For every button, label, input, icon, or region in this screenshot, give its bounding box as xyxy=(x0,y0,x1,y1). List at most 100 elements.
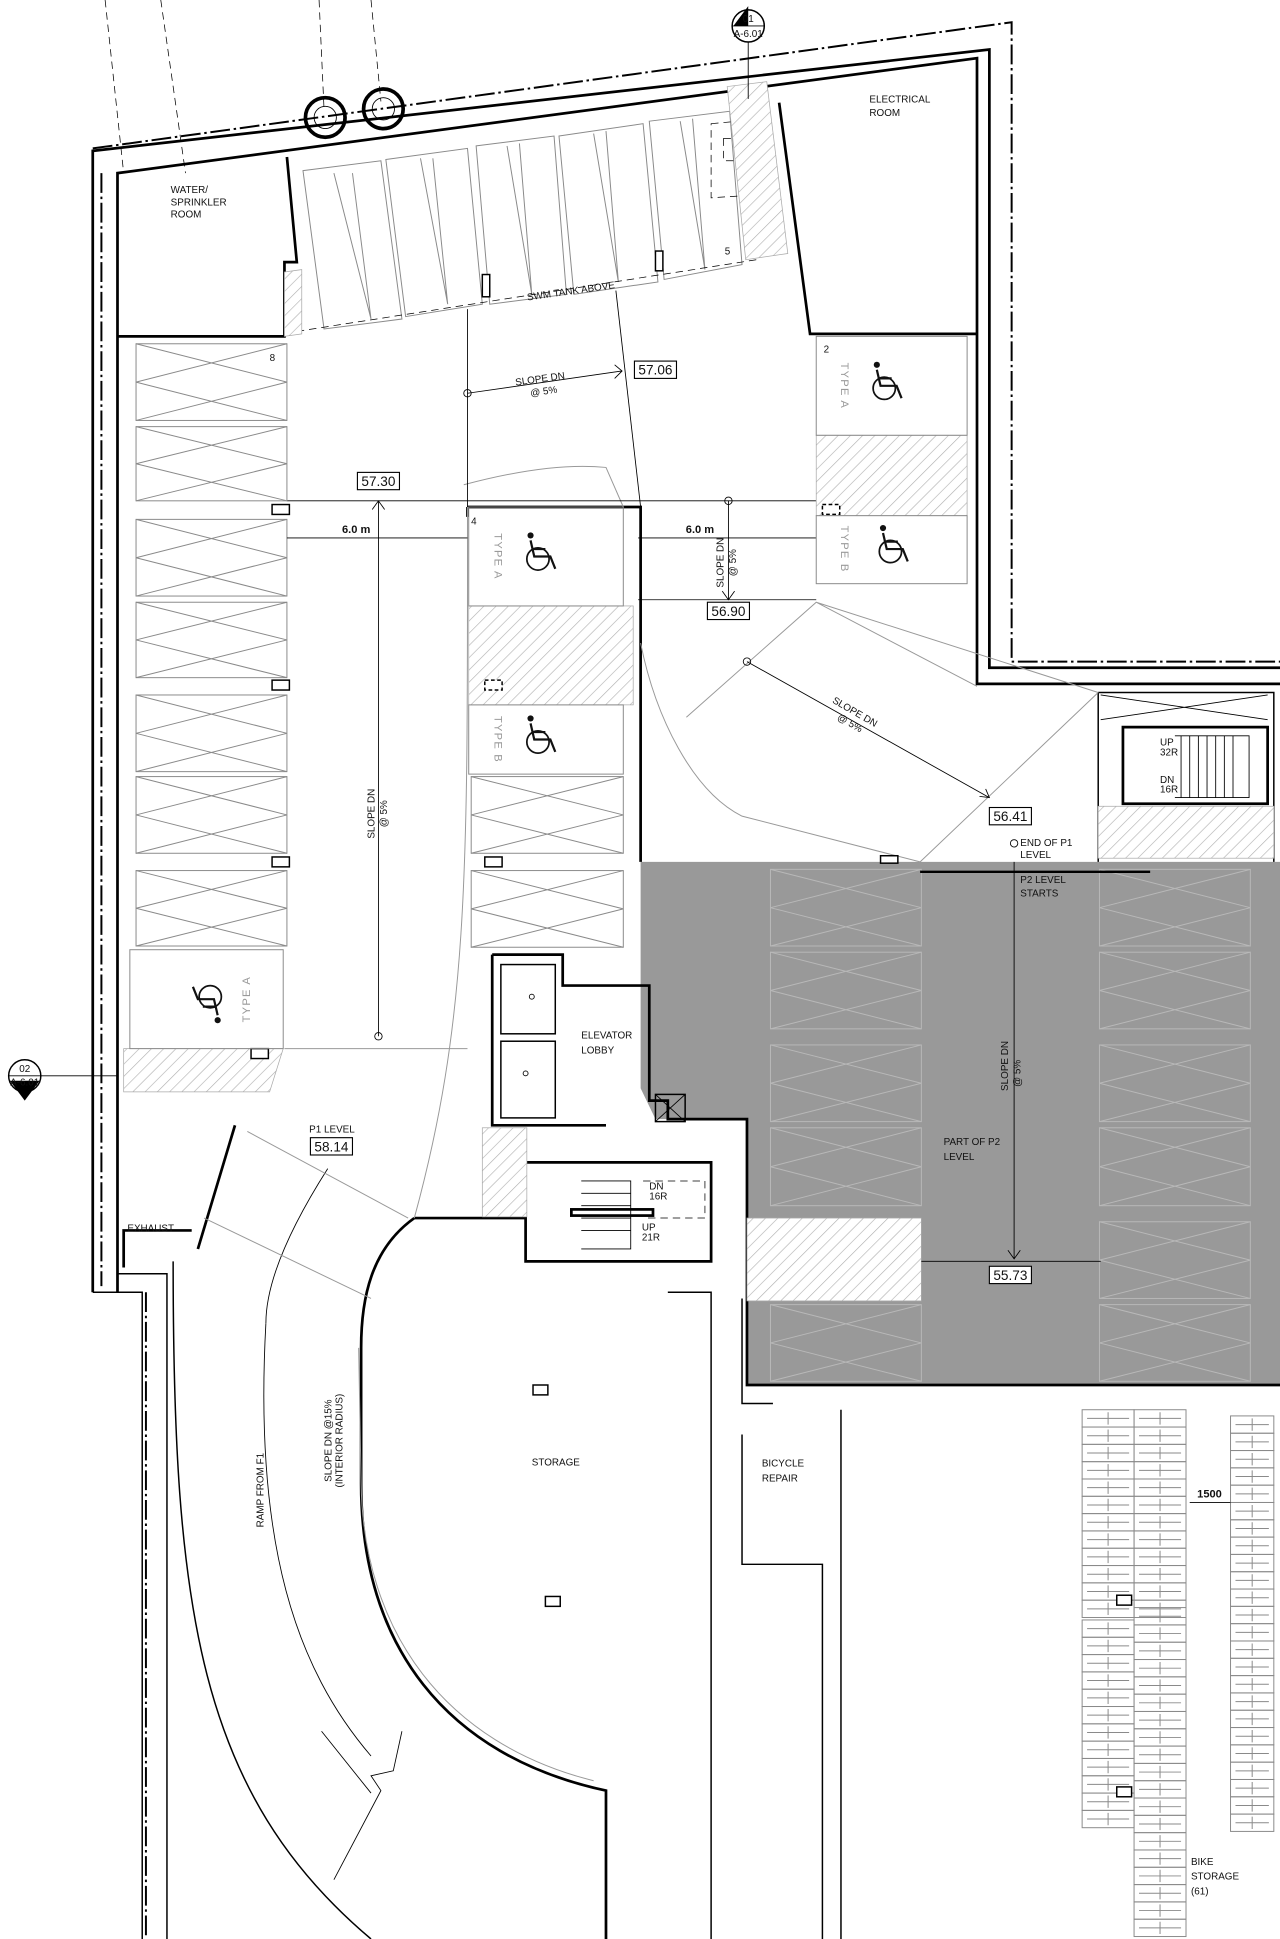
bike-rack xyxy=(1230,1623,1275,1642)
bike-rack xyxy=(1230,1727,1275,1746)
bike-rack xyxy=(1133,1426,1187,1445)
accessible-type: TYPE A xyxy=(838,363,850,409)
stall-number: 8 xyxy=(270,353,276,364)
stair-label: UP xyxy=(642,1222,656,1233)
bike-rack xyxy=(1230,1519,1275,1538)
bike-rack xyxy=(1081,1706,1135,1725)
bike-rack xyxy=(1133,1849,1187,1868)
slope-arrows xyxy=(286,364,1231,1503)
bike-racks xyxy=(1081,1409,1275,1938)
stair-label: 32R xyxy=(1160,748,1178,759)
bike-rack xyxy=(1133,1582,1187,1601)
elevation-tag: 56.90 xyxy=(711,604,745,619)
bike-rack xyxy=(1081,1478,1135,1497)
stall-numbers: 8 5 2 4 xyxy=(270,247,830,528)
exterior-walls xyxy=(91,47,1280,1939)
water-room-label: WATER/ xyxy=(171,185,209,196)
storage-label: STORAGE xyxy=(532,1457,581,1468)
elevator-lobby-label: LOBBY xyxy=(581,1046,614,1057)
section-number: 02 xyxy=(19,1064,30,1075)
parking-stall xyxy=(470,870,624,948)
parking-stall xyxy=(470,776,624,854)
bike-rack xyxy=(1230,1640,1275,1659)
parking-stall xyxy=(135,694,288,773)
slope-label: @ 5% xyxy=(1012,1060,1023,1087)
bicycle-repair-label: BICYCLE xyxy=(762,1459,805,1470)
stair-label: DN xyxy=(649,1182,663,1193)
bike-rack xyxy=(1230,1501,1275,1521)
elevator-lobby-label: ELEVATOR xyxy=(581,1031,632,1042)
parking-stalls xyxy=(135,343,1251,1382)
bike-rack xyxy=(1133,1745,1187,1764)
slope-label: @ 5% xyxy=(530,385,559,400)
bike-rack xyxy=(1133,1901,1187,1920)
bike-rack xyxy=(1081,1723,1135,1742)
bike-rack xyxy=(1133,1495,1187,1515)
bike-rack xyxy=(1081,1740,1135,1759)
parking-stall xyxy=(135,518,288,597)
bike-rack xyxy=(1081,1654,1135,1673)
bike-rack xyxy=(1230,1675,1275,1694)
bike-rack xyxy=(1230,1450,1275,1469)
bike-rack xyxy=(1081,1809,1135,1829)
manholes xyxy=(303,87,406,140)
bike-rack xyxy=(1133,1641,1187,1661)
bike-rack xyxy=(1230,1709,1275,1729)
slope-labels: SLOPE DN @ 5% SLOPE DN @ 5% SLOPE DN @ 5… xyxy=(367,371,1024,1091)
bike-rack xyxy=(1081,1636,1135,1656)
slope-label: SLOPE DN xyxy=(1000,1041,1011,1091)
parking-stall xyxy=(135,343,288,421)
p1-level-note: P1 LEVEL xyxy=(309,1125,355,1136)
wheelchair-icon xyxy=(872,361,903,401)
section-sheet: A-6.01 xyxy=(734,29,764,40)
room-labels: WATER/ SPRINKLER ROOM ELECTRICAL ROOM EL… xyxy=(127,95,1239,1898)
bike-rack xyxy=(1133,1607,1187,1626)
slope-label: @ 5% xyxy=(728,549,739,576)
dimensions: 6.0 m 6.0 m 1500 xyxy=(342,524,1222,1501)
dimension-label: 6.0 m xyxy=(686,524,715,536)
bike-rack xyxy=(1133,1797,1187,1816)
slope-label: @ 5% xyxy=(379,800,390,827)
bike-rack xyxy=(1081,1495,1135,1515)
bike-rack xyxy=(1133,1530,1187,1549)
dimension-label: 6.0 m xyxy=(342,524,371,536)
section-tag-02[interactable]: 02 A-6.01 xyxy=(7,1059,118,1101)
bike-rack xyxy=(1230,1657,1275,1677)
bike-rack xyxy=(1230,1484,1275,1503)
wheelchair-icon xyxy=(525,715,557,754)
slope-label: SLOPE DN xyxy=(367,789,378,839)
stall-number: 5 xyxy=(725,247,731,258)
bike-rack xyxy=(1133,1659,1187,1678)
bike-rack xyxy=(1081,1426,1135,1445)
elevation-tags: 57.06 57.30 56.90 56.41 58.14 55.73 xyxy=(309,360,1032,1285)
columns xyxy=(250,250,1133,1798)
elevator-core xyxy=(500,694,1268,1250)
parking-stall xyxy=(1098,951,1251,1030)
bicycle-repair-label: REPAIR xyxy=(762,1473,798,1484)
bike-rack xyxy=(1230,1778,1275,1798)
parking-stall xyxy=(135,776,288,854)
parking-stall xyxy=(1098,1221,1251,1299)
electrical-room-label: ELECTRICAL xyxy=(869,95,930,106)
bike-storage-label: (61) xyxy=(1191,1886,1209,1897)
bike-rack xyxy=(1230,1692,1275,1711)
bike-rack xyxy=(1133,1814,1187,1834)
bike-storage-label: STORAGE xyxy=(1191,1872,1240,1883)
p2-starts-note: STARTS xyxy=(1020,889,1058,900)
parking-stall xyxy=(769,868,922,947)
section-tag-01[interactable]: 01 A-6.01 xyxy=(731,6,766,99)
bike-rack xyxy=(1230,1467,1275,1486)
ramp-from-note: RAMP FROM F1 xyxy=(255,1452,266,1527)
elevation-tag: 57.30 xyxy=(361,474,395,489)
elevation-tag: 57.06 xyxy=(638,363,672,378)
exhaust-label: EXHAUST xyxy=(127,1224,174,1235)
elevation-tag: 58.14 xyxy=(314,1139,348,1154)
bike-rack xyxy=(1230,1536,1275,1555)
parking-stall xyxy=(135,426,288,502)
end-p1-note: END OF P1 xyxy=(1020,838,1073,849)
bike-rack xyxy=(1133,1676,1187,1695)
bike-rack xyxy=(1133,1884,1187,1903)
part-p2-note: LEVEL xyxy=(944,1152,975,1163)
bike-rack xyxy=(1230,1744,1275,1763)
ramp xyxy=(172,290,1099,1939)
